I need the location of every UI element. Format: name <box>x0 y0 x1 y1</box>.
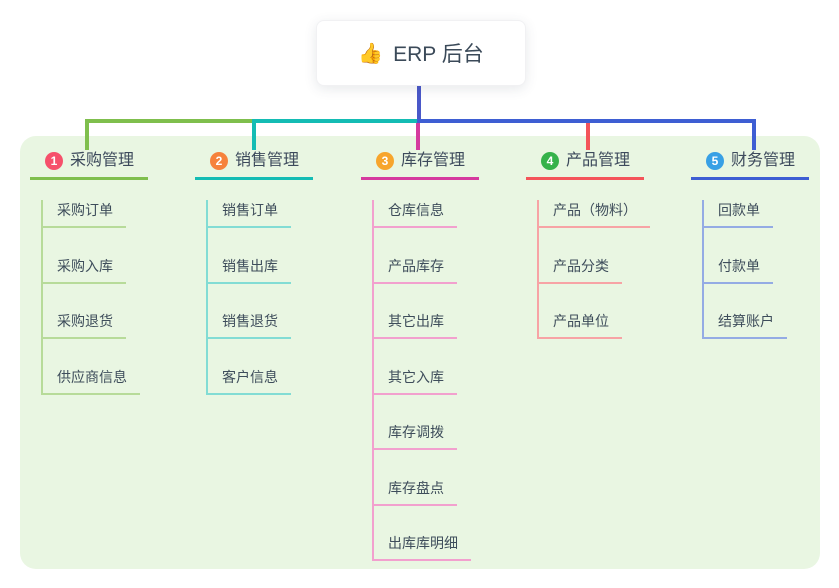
child-node[interactable]: 客户信息 <box>208 367 291 395</box>
child-node[interactable]: 付款单 <box>704 256 773 284</box>
branch-purchase: 1 采购管理 采购订单 采购入库 采购退货 供应商信息 <box>30 150 160 395</box>
branch-number-badge: 4 <box>541 151 559 170</box>
branch-number-badge: 3 <box>376 151 394 170</box>
child-node[interactable]: 采购订单 <box>43 200 126 228</box>
branch-finance: 5 财务管理 回款单 付款单 结算账户 <box>691 150 821 339</box>
branch-number-badge: 2 <box>210 151 228 170</box>
child-node[interactable]: 其它入库 <box>374 367 457 395</box>
child-node[interactable]: 库存盘点 <box>374 478 457 506</box>
child-node[interactable]: 库存调拨 <box>374 422 457 450</box>
root-label: ERP 后台 <box>393 43 484 66</box>
branch-label: 财务管理 <box>731 152 796 169</box>
child-node[interactable]: 供应商信息 <box>43 367 140 395</box>
branch-label: 产品管理 <box>566 152 631 169</box>
connector-branch3-vertical <box>416 119 420 150</box>
connector-branch4-vertical <box>586 119 590 150</box>
branch-number-badge: 5 <box>706 151 724 170</box>
child-node[interactable]: 销售订单 <box>208 200 291 228</box>
connector-branch2-vertical <box>252 119 256 150</box>
child-node[interactable]: 采购退货 <box>43 311 126 339</box>
connector-horizontal-blue <box>417 119 756 123</box>
child-node[interactable]: 销售出库 <box>208 256 291 284</box>
child-node[interactable]: 产品（物料） <box>539 200 650 228</box>
branch-header-inventory[interactable]: 3 库存管理 <box>361 150 479 180</box>
child-node[interactable]: 结算账户 <box>704 311 787 339</box>
child-node[interactable]: 回款单 <box>704 200 773 228</box>
branch-label: 采购管理 <box>70 152 135 169</box>
connector-branch5-vertical <box>752 119 756 150</box>
branch-children: 回款单 付款单 结算账户 <box>702 200 821 339</box>
thumbs-up-icon: 👍 <box>358 42 384 65</box>
branch-number-badge: 1 <box>45 151 63 170</box>
connector-horizontal-green <box>85 119 254 123</box>
branches-panel <box>20 136 820 569</box>
root-node[interactable]: 👍 ERP 后台 <box>316 20 526 86</box>
child-node[interactable]: 采购入库 <box>43 256 126 284</box>
branch-header-product[interactable]: 4 产品管理 <box>526 150 644 180</box>
connector-horizontal-teal <box>252 119 419 123</box>
branch-header-finance[interactable]: 5 财务管理 <box>691 150 809 180</box>
branch-sales: 2 销售管理 销售订单 销售出库 销售退货 客户信息 <box>195 150 325 395</box>
branch-children: 产品（物料） 产品分类 产品单位 <box>537 200 656 339</box>
branch-header-sales[interactable]: 2 销售管理 <box>195 150 313 180</box>
child-node[interactable]: 其它出库 <box>374 311 457 339</box>
connector-branch1-vertical <box>85 119 89 150</box>
child-node[interactable]: 产品分类 <box>539 256 622 284</box>
branch-header-purchase[interactable]: 1 采购管理 <box>30 150 148 180</box>
child-node[interactable]: 产品单位 <box>539 311 622 339</box>
branch-children: 销售订单 销售出库 销售退货 客户信息 <box>206 200 325 395</box>
branch-children: 仓库信息 产品库存 其它出库 其它入库 库存调拨 库存盘点 出库库明细 <box>372 200 491 561</box>
connector-root-vertical <box>417 85 421 119</box>
child-node[interactable]: 产品库存 <box>374 256 457 284</box>
branch-inventory: 3 库存管理 仓库信息 产品库存 其它出库 其它入库 库存调拨 库存盘点 出库库… <box>361 150 491 561</box>
branch-label: 销售管理 <box>235 152 300 169</box>
branch-product: 4 产品管理 产品（物料） 产品分类 产品单位 <box>526 150 656 339</box>
branch-label: 库存管理 <box>401 152 466 169</box>
child-node[interactable]: 仓库信息 <box>374 200 457 228</box>
child-node[interactable]: 销售退货 <box>208 311 291 339</box>
child-node[interactable]: 出库库明细 <box>374 533 471 561</box>
branch-children: 采购订单 采购入库 采购退货 供应商信息 <box>41 200 160 395</box>
